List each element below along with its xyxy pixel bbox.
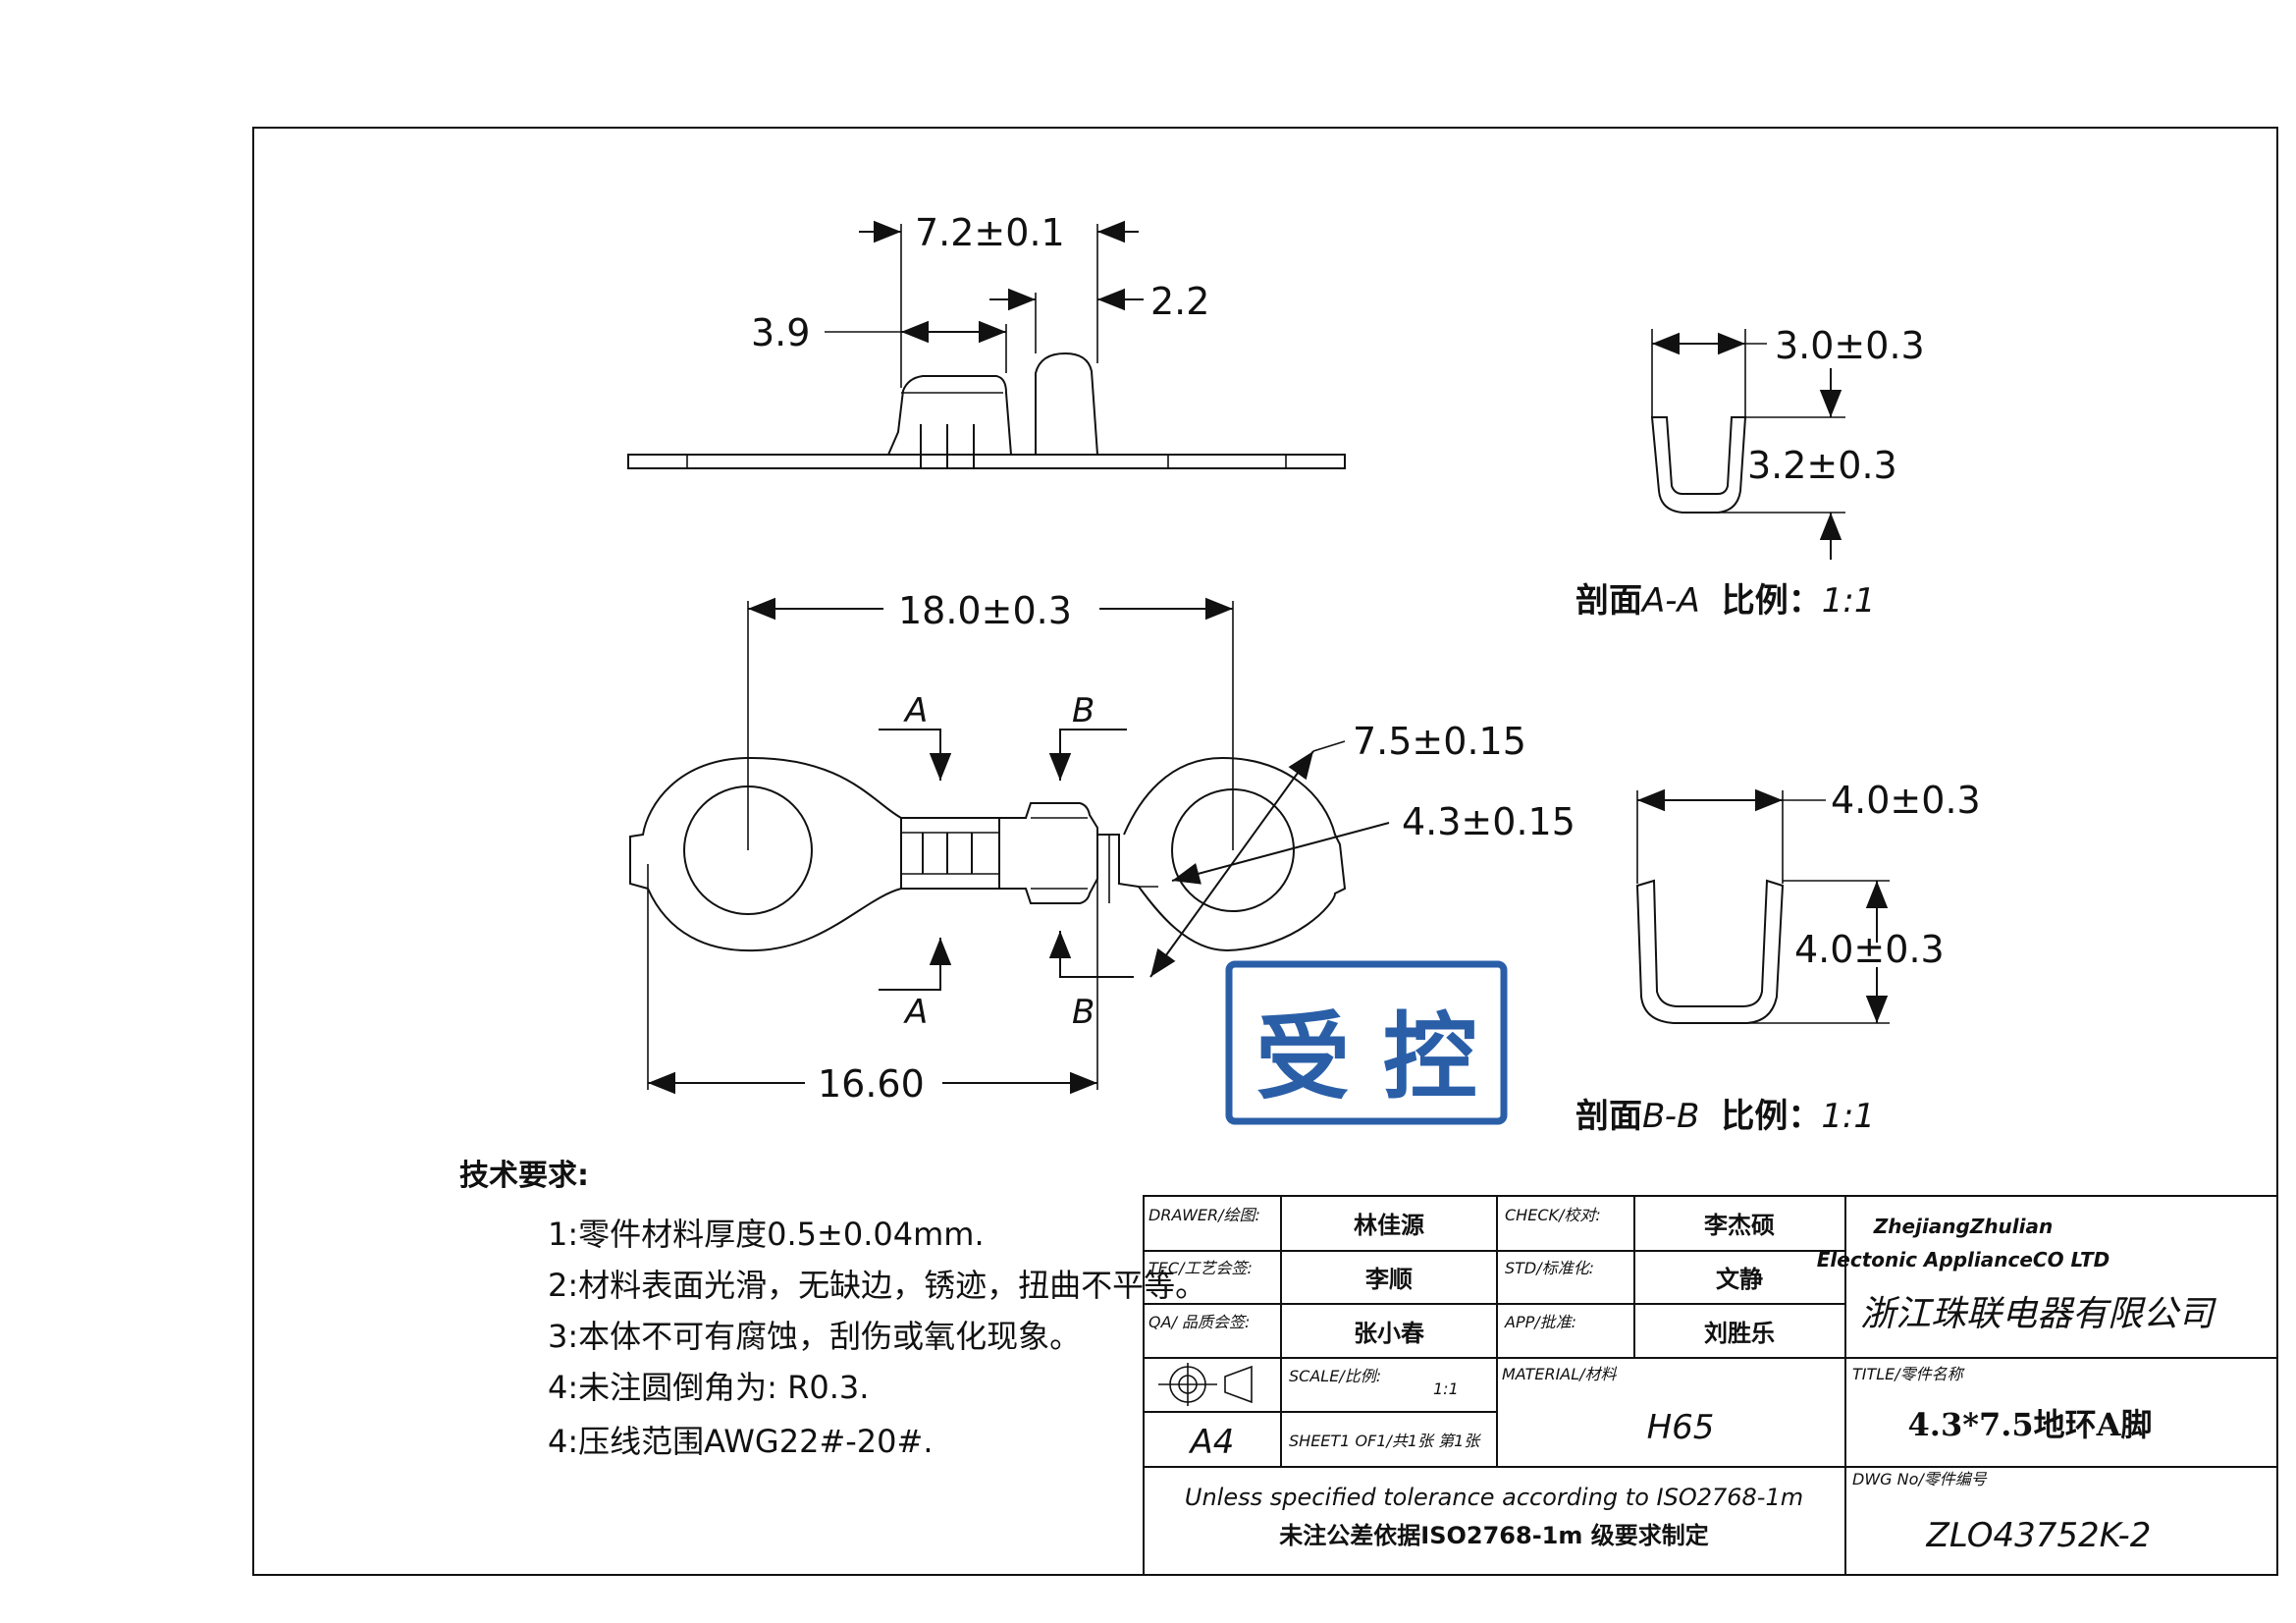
dim-ring-od: 7.5±0.15 [1353, 720, 1526, 763]
tech-requirement-5: 4:压线范围AWG22#-20#. [548, 1423, 934, 1460]
paper-size: A4 [1189, 1423, 1235, 1462]
std-label: STD/标准化: [1505, 1259, 1594, 1277]
side-view: 7.2±0.1 3.9 2.2 [627, 211, 1346, 469]
drawer-label: DRAWER/绘图: [1148, 1206, 1260, 1224]
section-mark-b-bottom: B [1072, 993, 1095, 1032]
app-label: APP/批准: [1504, 1313, 1576, 1331]
tech-requirement-2: 2:材料表面光滑，无缺边，锈迹，扭曲不平等。 [548, 1267, 1207, 1304]
tech-requirement-1: 1:零件材料厚度0.5±0.04mm. [548, 1216, 985, 1253]
dim-ring-id: 4.3±0.15 [1402, 800, 1575, 843]
dim-aa-height: 3.2±0.3 [1747, 444, 1897, 487]
qa-value: 张小春 [1354, 1320, 1424, 1347]
tec-label: TEC/工艺会签: [1148, 1259, 1253, 1277]
check-label: CHECK/校对: [1505, 1206, 1601, 1224]
tech-requirements-heading: 技术要求: [459, 1159, 589, 1193]
tech-requirement-4: 4:未注圆倒角为: R0.3. [548, 1369, 870, 1406]
title-block: DRAWER/绘图: 林佳源 CHECK/校对: 李杰硕 TEC/工艺会签: 李… [1143, 1195, 2278, 1576]
dim-top-left: 3.9 [751, 311, 810, 354]
dim-bb-height: 4.0±0.3 [1794, 928, 1945, 971]
dim-top-width: 7.2±0.1 [915, 211, 1065, 254]
sheet-info: SHEET1 OF1/共1张 第1张 [1289, 1432, 1481, 1450]
control-stamp: 受 控 [1225, 960, 1508, 1125]
dwg-label: DWG No/零件编号 [1852, 1470, 1988, 1488]
dwg-number: ZLO43752K-2 [1926, 1516, 2152, 1555]
projection-symbol-icon [1158, 1363, 1253, 1406]
dim-bb-width: 4.0±0.3 [1831, 779, 1981, 822]
tech-requirement-3: 3:本体不可有腐蚀，刮伤或氧化现象。 [548, 1318, 1082, 1355]
part-title: 4.3*7.5地环A脚 [1908, 1406, 2153, 1443]
section-mark-a-top: A [903, 691, 928, 730]
material-value: H65 [1647, 1408, 1715, 1447]
company-cn: 浙江珠联电器有限公司 [1860, 1294, 2216, 1334]
section-mark-a-bottom: A [903, 993, 928, 1032]
tolerance-cn: 未注公差依据ISO2768-1m 级要求制定 [1279, 1522, 1708, 1549]
scale-value: 1:1 [1433, 1380, 1459, 1398]
dim-total-length: 18.0±0.3 [898, 589, 1072, 632]
tolerance-en: Unless specified tolerance according to … [1185, 1484, 1803, 1511]
tec-value: 李顺 [1365, 1266, 1413, 1293]
drawer-value: 林佳源 [1354, 1212, 1424, 1239]
section-mark-b-top: B [1072, 691, 1095, 730]
company-en-line2: Electonic ApplianceCO LTD [1817, 1248, 2109, 1271]
app-value: 刘胜乐 [1704, 1320, 1775, 1347]
check-value: 李杰硕 [1704, 1212, 1775, 1239]
dim-bottom-length: 16.60 [818, 1062, 925, 1106]
dim-top-right: 2.2 [1150, 280, 1209, 323]
std-value: 文静 [1716, 1266, 1763, 1293]
material-label: MATERIAL/材料 [1502, 1365, 1618, 1383]
dim-aa-width: 3.0±0.3 [1775, 324, 1925, 367]
plan-view: 18.0±0.3 16.60 7.5±0.15 4.3±0.15 A A B B [629, 589, 1575, 1106]
svg-text:受 控: 受 控 [1255, 1002, 1476, 1112]
company-en-line1: ZhejiangZhulian [1873, 1215, 2054, 1238]
title-label: TITLE/零件名称 [1852, 1365, 1966, 1383]
qa-label: QA/ 品质会签: [1148, 1313, 1250, 1331]
scale-label: SCALE/比例: [1289, 1367, 1381, 1385]
